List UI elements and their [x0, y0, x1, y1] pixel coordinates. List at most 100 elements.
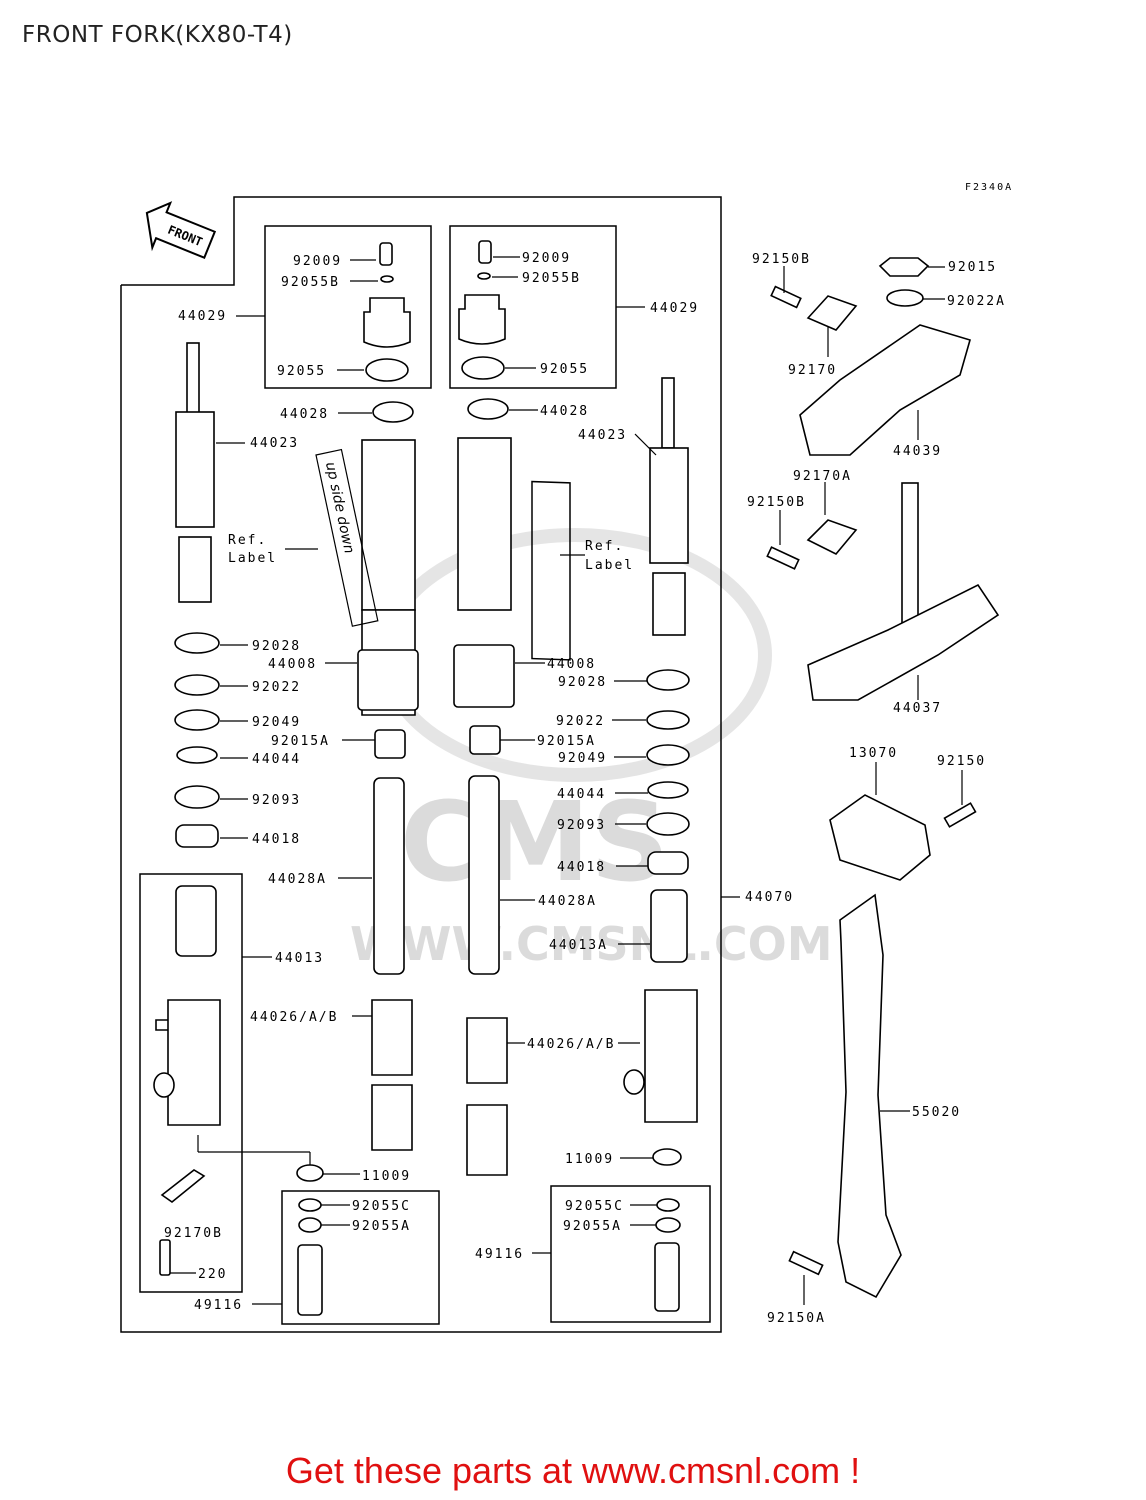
part-label-44018-right: 44018 [557, 860, 606, 875]
watermark-url: WWW.CMSNL.COM [350, 917, 833, 971]
part-label-92015A-left: 92015A [271, 734, 330, 749]
part-label-92055B-left: 92055B [281, 275, 340, 290]
left-92093 [174, 785, 220, 809]
part-label-44028A-right: 44028A [538, 894, 597, 909]
part-label-92170A: 92170A [793, 469, 852, 484]
part-label-44026-left: 44026/A/B [250, 1010, 338, 1025]
right-inner-tube-rod [661, 377, 675, 449]
right-guide-bushing-44008 [453, 644, 515, 708]
bolt-92150B-mid [766, 546, 800, 570]
left-cap-oring-small [380, 275, 394, 283]
left-44028-ring [372, 401, 414, 423]
part-label-44044-right: 44044 [557, 787, 606, 802]
right-92055C [656, 1198, 680, 1212]
left-fork-cap-bolt [363, 297, 411, 348]
part-label-44023-right: 44023 [578, 428, 627, 443]
part-label-44023-left: 44023 [250, 436, 299, 451]
ref-sticker-right [531, 480, 571, 661]
left-92028 [174, 632, 220, 654]
exploded-parts-diagram: CMS WWW.CMSNL.COM FRONT F2340A [120, 182, 1011, 1333]
ref-label-right-line2: Label [585, 558, 634, 573]
part-label-92170: 92170 [788, 363, 837, 378]
right-fork-parts [453, 240, 698, 1312]
part-label-44037: 44037 [893, 701, 942, 716]
left-damper-44023-upper [175, 411, 215, 528]
page-title: FRONT FORK(KX80-T4) [22, 22, 293, 48]
part-label-92049-left: 92049 [252, 715, 301, 730]
part-label-55020: 55020 [912, 1105, 961, 1120]
right-cap-oring-large [461, 356, 505, 380]
front-arrow-shape [145, 201, 217, 260]
right-92055A [655, 1217, 681, 1233]
left-44013-piston [175, 885, 217, 957]
part-label-92015A-right: 92015A [537, 734, 596, 749]
part-label-92022A: 92022A [947, 294, 1006, 309]
left-outer-tube-upper [361, 439, 416, 611]
part-label-92055-left: 92055 [277, 364, 326, 379]
bolt-92150 [943, 802, 977, 828]
ref-label-left-line1: Ref. [228, 533, 267, 548]
right-fork-cap-bolt [458, 294, 506, 345]
part-label-92150B-top: 92150B [752, 252, 811, 267]
right-92015A-nut [469, 725, 501, 755]
right-92093 [646, 812, 690, 836]
part-label-92170B: 92170B [164, 1226, 223, 1241]
guard-55020 [837, 893, 902, 1299]
part-label-92150A: 92150A [767, 1311, 826, 1326]
part-label-92009-right: 92009 [522, 251, 571, 266]
right-axle-hole [623, 1069, 645, 1095]
right-cap-screw [478, 240, 492, 264]
left-cap-screw [379, 242, 393, 266]
sticker-outline [315, 448, 379, 627]
part-label-92022-right: 92022 [556, 714, 605, 729]
right-44013A-piston [650, 889, 688, 963]
watermark: CMS WWW.CMSNL.COM [350, 528, 833, 971]
left-44044 [176, 746, 218, 764]
right-damper-44023-upper [649, 447, 689, 564]
left-spring-44026 [371, 999, 413, 1151]
part-label-11009-left: 11009 [362, 1169, 411, 1184]
part-label-44044-left: 44044 [252, 752, 301, 767]
part-label-92150B-mid: 92150B [747, 495, 806, 510]
part-label-44026-right: 44026/A/B [527, 1037, 615, 1052]
damper-box-left [139, 873, 243, 1293]
part-label-44008-left: 44008 [268, 657, 317, 672]
bolt-92150B-top [770, 285, 802, 309]
left-inner-tube-rod [186, 342, 200, 414]
part-label-44039: 44039 [893, 444, 942, 459]
right-outer-tube-upper [457, 437, 512, 611]
leader-lines [170, 256, 963, 1305]
part-label-92009-left: 92009 [293, 254, 342, 269]
part-label-49116-left: 49116 [194, 1298, 243, 1313]
washer-92022A [886, 289, 924, 307]
right-11009 [652, 1148, 682, 1166]
right-cap-oring-small [477, 272, 491, 280]
right-92049 [646, 744, 690, 766]
lower-clamp-44037 [807, 583, 1000, 701]
part-label-13070: 13070 [849, 746, 898, 761]
part-label-44028-left: 44028 [280, 407, 329, 422]
part-label-44070: 44070 [745, 890, 794, 905]
left-fork-leg [155, 999, 221, 1126]
part-label-92022-left: 92022 [252, 680, 301, 695]
part-label-44029-left: 44029 [178, 309, 227, 324]
part-label-92055C-left: 92055C [352, 1199, 411, 1214]
part-label-44013: 44013 [275, 951, 324, 966]
part-label-92028-left: 92028 [252, 639, 301, 654]
main-frame [120, 196, 722, 1333]
footer-link-text[interactable]: Get these parts at www.cmsnl.com ! [285, 1450, 861, 1491]
part-label-44029-right: 44029 [650, 301, 699, 316]
left-92055A [298, 1217, 322, 1233]
right-92022 [646, 710, 690, 730]
part-label-92055A-right: 92055A [563, 1219, 622, 1234]
left-92022 [174, 674, 220, 696]
ref-label-right-line1: Ref. [585, 539, 624, 554]
part-label-44018-left: 44018 [252, 832, 301, 847]
part-label-49116-right: 49116 [475, 1247, 524, 1262]
part-label-92055B-right: 92055B [522, 271, 581, 286]
part-number-labels: 44029 44029 92009 92009 92055B 92055B 92… [164, 251, 1006, 1326]
left-guide-bushing-44008 [357, 649, 419, 711]
ref-label-left-line2: Label [228, 551, 277, 566]
part-label-11009-right: 11009 [565, 1152, 614, 1167]
right-spring-44026 [466, 1017, 508, 1176]
